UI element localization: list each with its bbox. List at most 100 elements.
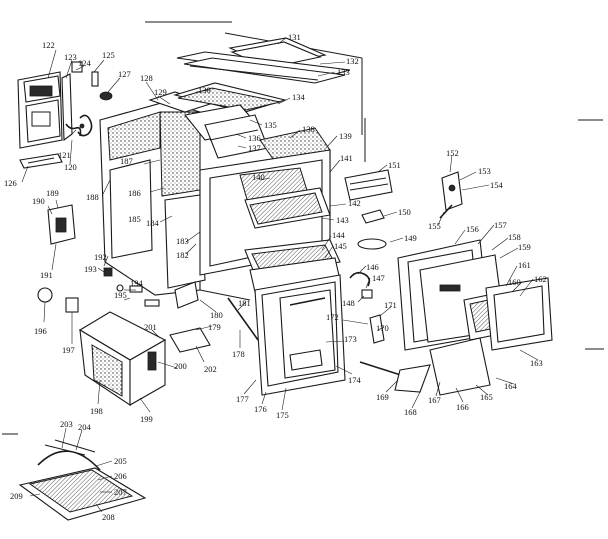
- hinge-parts: [103, 267, 259, 353]
- callout-159: 159: [518, 242, 531, 252]
- callout-173: 173: [344, 334, 357, 344]
- ignition-parts: [37, 204, 79, 313]
- oven-door: [254, 274, 346, 396]
- callout-138: 138: [302, 124, 315, 134]
- callout-124: 124: [78, 58, 92, 68]
- lower-door-assembly: [397, 239, 553, 396]
- callout-193: 193: [84, 264, 97, 274]
- callout-155: 155: [428, 221, 441, 231]
- callout-197: 197: [62, 345, 75, 355]
- callout-190: 190: [32, 196, 45, 206]
- callout-160: 160: [508, 277, 521, 287]
- callout-132: 132: [346, 56, 359, 66]
- callout-200: 200: [174, 361, 187, 371]
- callout-184: 184: [146, 218, 160, 228]
- callout-191: 191: [40, 270, 53, 280]
- callout-129: 129: [154, 87, 167, 97]
- callout-152: 152: [446, 148, 459, 158]
- backguard-panel: [17, 71, 73, 149]
- callout-127: 127: [118, 69, 131, 79]
- callout-148: 148: [342, 298, 355, 308]
- callout-208: 208: [102, 512, 115, 522]
- callout-181: 181: [238, 298, 251, 308]
- callout-198: 198: [90, 406, 103, 416]
- callout-207: 207: [114, 487, 127, 497]
- callout-180: 180: [210, 310, 223, 320]
- callout-167: 167: [428, 395, 441, 405]
- callout-147: 147: [372, 273, 385, 283]
- callout-182: 182: [176, 250, 189, 260]
- callout-144: 144: [332, 230, 346, 240]
- callout-130: 130: [198, 85, 211, 95]
- burner-box: [172, 82, 288, 159]
- callout-209: 209: [10, 491, 23, 501]
- callout-125: 125: [102, 50, 115, 60]
- callout-204: 204: [78, 422, 92, 432]
- callout-189: 189: [46, 188, 59, 198]
- callout-165: 165: [480, 392, 493, 402]
- callout-172: 172: [326, 312, 339, 322]
- callout-133: 133: [337, 67, 350, 77]
- callout-157: 157: [494, 220, 507, 230]
- thermostat-parts: [439, 171, 463, 219]
- callout-176: 176: [254, 404, 267, 414]
- callout-203: 203: [60, 419, 73, 429]
- callout-126: 126: [4, 178, 17, 188]
- callout-145: 145: [334, 241, 347, 251]
- callout-136: 136: [248, 133, 261, 143]
- callout-134: 134: [292, 92, 306, 102]
- callout-135: 135: [264, 120, 277, 130]
- vent-part: [19, 153, 63, 169]
- callout-205: 205: [114, 456, 127, 466]
- callout-170: 170: [376, 323, 389, 333]
- leader-lines: [21, 37, 539, 513]
- callout-162: 162: [534, 274, 547, 284]
- callout-120: 120: [64, 162, 77, 172]
- callout-153: 153: [478, 166, 491, 176]
- callout-168: 168: [404, 407, 417, 417]
- callout-177: 177: [236, 394, 249, 404]
- storage-drawer: [78, 311, 167, 407]
- callout-151: 151: [388, 160, 401, 170]
- callout-206: 206: [114, 471, 127, 481]
- callout-156: 156: [466, 224, 479, 234]
- callout-169: 169: [376, 392, 389, 402]
- range-body: [99, 91, 251, 301]
- top-cover-assembly: [176, 37, 351, 84]
- callout-186: 186: [128, 188, 141, 198]
- callout-187: 187: [120, 156, 133, 166]
- callout-154: 154: [490, 180, 504, 190]
- callout-140: 140: [252, 172, 265, 182]
- callout-163: 163: [530, 358, 543, 368]
- callout-158: 158: [508, 232, 521, 242]
- callout-121: 121: [58, 150, 71, 160]
- callout-150: 150: [398, 207, 411, 217]
- callout-139: 139: [339, 131, 352, 141]
- callout-143: 143: [336, 215, 349, 225]
- callout-178: 178: [232, 349, 245, 359]
- callout-202: 202: [204, 364, 217, 374]
- callout-192: 192: [94, 252, 107, 262]
- callout-179: 179: [208, 322, 221, 332]
- callout-166: 166: [456, 402, 469, 412]
- callout-149: 149: [404, 233, 417, 243]
- callout-164: 164: [504, 381, 518, 391]
- callout-137: 137: [248, 143, 261, 153]
- callout-201: 201: [144, 322, 157, 332]
- inset-burner-detail: [18, 439, 147, 521]
- callout-196: 196: [34, 326, 47, 336]
- callout-194: 194: [130, 278, 144, 288]
- callout-141: 141: [340, 153, 353, 163]
- callout-122: 122: [42, 40, 55, 50]
- callout-128: 128: [140, 73, 153, 83]
- callout-161: 161: [518, 260, 531, 270]
- callout-123: 123: [64, 52, 77, 62]
- callout-175: 175: [276, 410, 289, 420]
- callout-185: 185: [128, 214, 141, 224]
- callout-142: 142: [348, 198, 361, 208]
- side-trim-parts: [344, 169, 393, 250]
- callout-labels: 122 123 124 125 127 128 129 130 131 132 …: [4, 32, 547, 522]
- callout-174: 174: [348, 375, 362, 385]
- callout-131: 131: [288, 32, 301, 42]
